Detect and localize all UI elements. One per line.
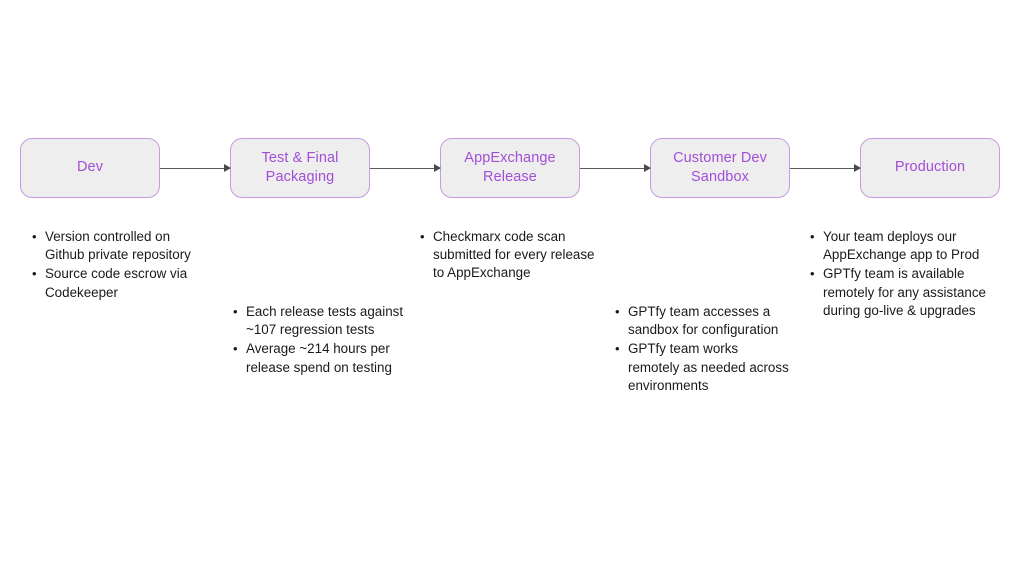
stage-label-test-final-packaging: Test & Final Packaging (261, 149, 339, 185)
arrow-head-test-to-appexchange (434, 163, 441, 172)
stage-box-production[interactable]: Production (860, 138, 1000, 198)
stage-box-customer-dev-sandbox[interactable]: Customer Dev Sandbox (650, 138, 790, 198)
note-list-dev: Version controlled on Github private rep… (32, 227, 237, 302)
list-item: Source code escrow via Codekeeper (32, 265, 237, 301)
list-item: Average ~214 hours per release spend on … (233, 340, 433, 376)
stage-box-dev[interactable]: Dev (20, 138, 160, 198)
note-list-appexchange-release: Checkmarx code scan submitted for every … (420, 228, 635, 283)
arrow-head-dev-to-test (224, 163, 231, 172)
stage-box-test-final-packaging[interactable]: Test & Final Packaging (230, 138, 370, 198)
connector-dev-to-test (160, 167, 230, 170)
connector-appexchange-to-sandbox (580, 167, 650, 170)
note-list-test-final-packaging: Each release tests against ~107 regressi… (233, 302, 433, 377)
list-item: Checkmarx code scan submitted for every … (420, 228, 635, 283)
list-item: GPTfy team works remotely as needed acro… (615, 340, 815, 395)
list-item: Your team deploys our AppExchange app to… (810, 227, 1010, 264)
connector-test-to-appexchange (370, 167, 440, 170)
list-item: GPTfy team is available remotely for any… (810, 265, 1010, 320)
connector-sandbox-to-production (790, 167, 860, 170)
note-block-dev: Version controlled on Github private rep… (32, 227, 237, 303)
list-item: GPTfy team accesses a sandbox for config… (615, 302, 815, 339)
stage-box-appexchange-release[interactable]: AppExchange Release (440, 138, 580, 198)
note-block-customer-dev-sandbox: GPTfy team accesses a sandbox for config… (615, 302, 815, 396)
stage-label-appexchange-release: AppExchange Release (464, 149, 556, 185)
stage-label-production: Production (894, 159, 966, 176)
list-item: Each release tests against ~107 regressi… (233, 302, 433, 339)
arrow-head-appexchange-to-sandbox (644, 163, 651, 172)
stage-label-customer-dev-sandbox: Customer Dev Sandbox (673, 149, 767, 185)
note-block-production: Your team deploys our AppExchange app to… (810, 227, 1010, 321)
list-item: Version controlled on Github private rep… (32, 227, 237, 264)
arrow-head-sandbox-to-production (854, 163, 861, 172)
note-list-customer-dev-sandbox: GPTfy team accesses a sandbox for config… (615, 302, 815, 395)
note-list-production: Your team deploys our AppExchange app to… (810, 227, 1010, 320)
stage-label-dev: Dev (76, 159, 104, 176)
note-block-test-final-packaging: Each release tests against ~107 regressi… (233, 302, 433, 378)
note-block-appexchange-release: Checkmarx code scan submitted for every … (420, 228, 635, 284)
